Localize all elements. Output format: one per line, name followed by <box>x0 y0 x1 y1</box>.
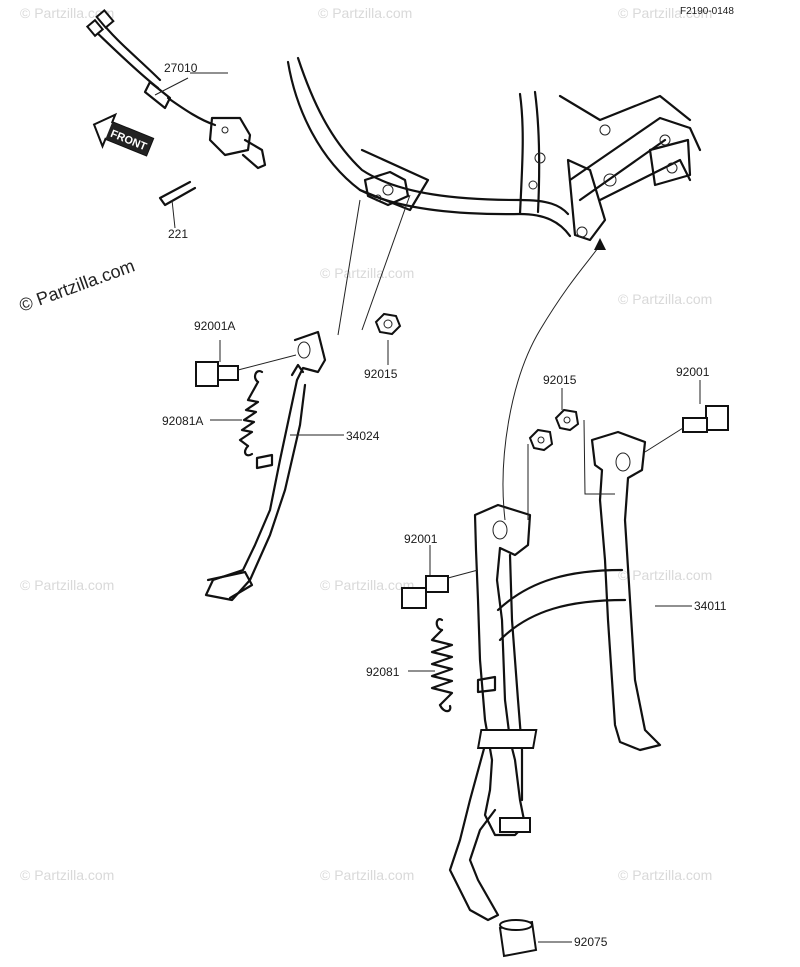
watermark: © Partzilla.com <box>20 5 114 21</box>
watermark: © Partzilla.com <box>320 265 414 281</box>
nut-92015-upper-drawing <box>374 312 402 336</box>
watermark: © Partzilla.com <box>320 867 414 883</box>
nut-92015-lower-drawing <box>528 408 580 452</box>
watermark: © Partzilla.com <box>618 867 712 883</box>
part-label[interactable]: 92015 <box>543 373 577 387</box>
watermark-main: © Partzilla.com <box>17 255 138 315</box>
bolt-92001-left-drawing <box>401 569 479 609</box>
part-label[interactable]: 92001 <box>404 532 438 546</box>
side-stand-drawing <box>204 330 327 602</box>
diagram-code: F2190-0148 <box>680 6 734 17</box>
watermark: © Partzilla.com <box>318 5 412 21</box>
center-stand-drawing <box>448 430 662 922</box>
part-label[interactable]: 92001A <box>194 319 235 333</box>
watermark: © Partzilla.com <box>618 5 712 21</box>
spring-92081a-drawing <box>238 370 264 457</box>
leader-lines <box>154 72 701 943</box>
bolt-92001a-drawing <box>195 354 297 387</box>
part-label[interactable]: 92001 <box>676 365 710 379</box>
part-labels: 27010 221 92001A 92015 92081A 34024 9201… <box>162 61 727 949</box>
bolt-92001-right-drawing <box>644 405 729 453</box>
spring-92081-drawing <box>430 618 454 713</box>
part-label[interactable]: 92081 <box>366 665 400 679</box>
watermark: © Partzilla.com <box>20 867 114 883</box>
part-label[interactable]: 27010 <box>164 61 198 75</box>
part-label[interactable]: 92081A <box>162 414 203 428</box>
front-arrow-icon: FRONT <box>92 112 155 157</box>
part-label[interactable]: 92075 <box>574 935 608 949</box>
watermark: © Partzilla.com <box>20 577 114 593</box>
watermark: © Partzilla.com <box>320 577 414 593</box>
side-stand-switch-drawing <box>85 9 267 207</box>
part-label[interactable]: 92015 <box>364 367 398 381</box>
watermark: © Partzilla.com <box>618 567 712 583</box>
frame-drawing <box>286 56 702 242</box>
rubber-92075-drawing <box>498 919 538 958</box>
part-label[interactable]: 34011 <box>694 599 727 613</box>
watermark: © Partzilla.com <box>618 291 712 307</box>
part-label[interactable]: 221 <box>168 227 188 241</box>
part-label[interactable]: 34024 <box>346 429 380 443</box>
